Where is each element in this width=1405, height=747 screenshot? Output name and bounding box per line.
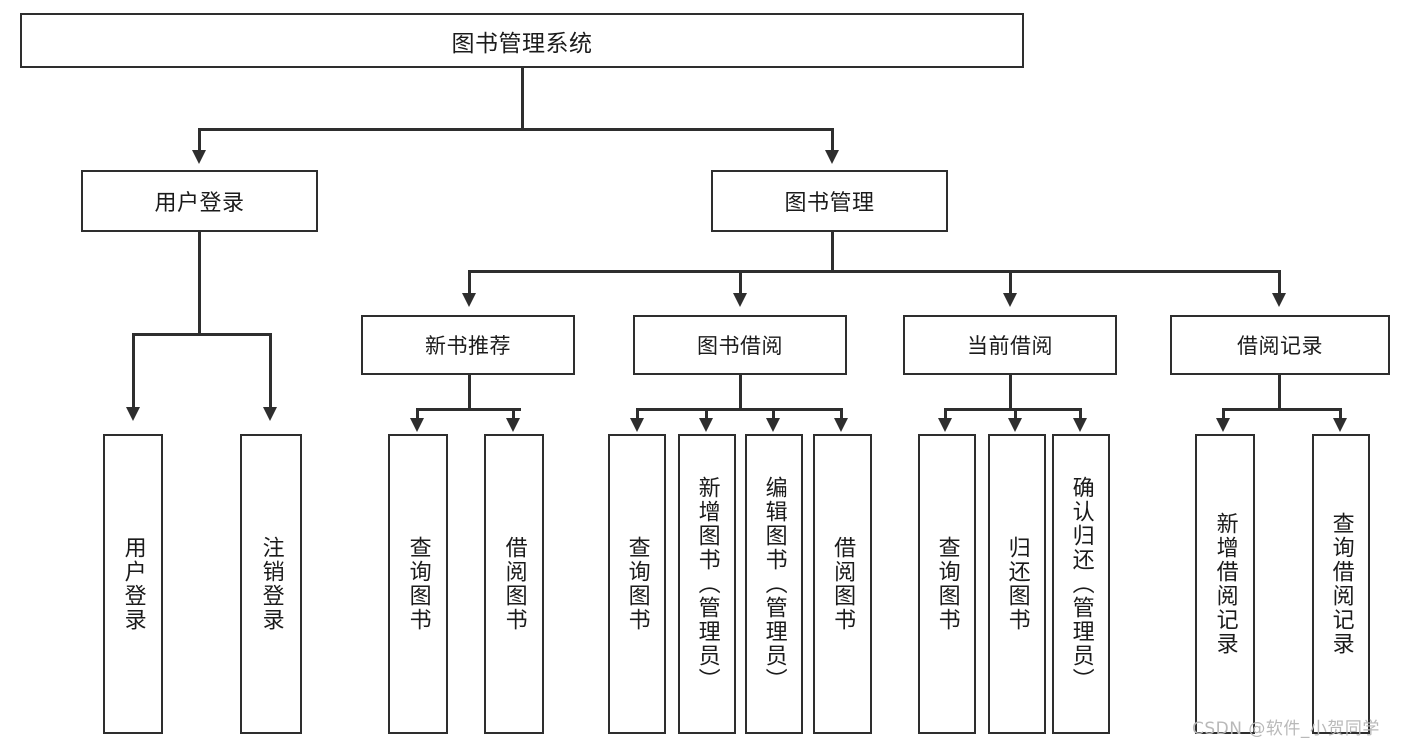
edge-root-to-book-management [831, 128, 834, 152]
leaf-book-borrow-borrow-book[interactable]: 借阅图书 [813, 434, 872, 734]
edge-bb-to-leaf-0 [636, 408, 639, 420]
edge-br-to-leaf-1 [1339, 408, 1342, 420]
arrow-cb-to-leaf-1-icon [1008, 418, 1022, 432]
node-borrow-record[interactable]: 借阅记录 [1170, 315, 1390, 375]
edge-borrow-record-stem [1278, 375, 1281, 410]
edge-root-to-user-login [198, 128, 201, 152]
node-label: 图书管理系统 [451, 30, 593, 57]
leaf-current-borrow-query-book[interactable]: 查询图书 [918, 434, 976, 734]
edge-cb-to-leaf-0 [944, 408, 947, 420]
node-label: 新增图书（管理员） [694, 476, 720, 692]
arrow-user-login-to-leaf-1-icon [263, 407, 277, 421]
edge-new-book-bar [416, 408, 521, 411]
node-label: 查询借阅记录 [1328, 512, 1354, 656]
arrow-bb-to-leaf-0-icon [630, 418, 644, 432]
leaf-borrow-record-query-record[interactable]: 查询借阅记录 [1312, 434, 1370, 734]
arrow-root-to-user-login-icon [192, 150, 206, 164]
arrow-bb-to-leaf-2-icon [766, 418, 780, 432]
leaf-borrow-record-add-record[interactable]: 新增借阅记录 [1195, 434, 1255, 734]
node-new-book-recommend[interactable]: 新书推荐 [361, 315, 575, 375]
edge-book-borrow-bar [636, 408, 842, 411]
edge-cb-to-leaf-1 [1014, 408, 1017, 420]
node-label: 图书借阅 [697, 334, 783, 358]
node-label: 查询图书 [405, 536, 431, 632]
edge-root-stem [521, 68, 524, 130]
edge-current-borrow-bar [944, 408, 1081, 411]
node-label: 归还图书 [1004, 536, 1030, 632]
edge-bb-to-leaf-2 [772, 408, 775, 420]
node-label: 注销登录 [258, 536, 284, 632]
node-book-management[interactable]: 图书管理 [711, 170, 948, 232]
arrow-br-to-leaf-1-icon [1333, 418, 1347, 432]
edge-user-login-to-leaf-0 [132, 333, 135, 409]
leaf-book-borrow-add-book-admin[interactable]: 新增图书（管理员） [678, 434, 736, 734]
edge-bb-to-leaf-1 [705, 408, 708, 420]
node-book-borrow[interactable]: 图书借阅 [633, 315, 847, 375]
edge-bm-to-current-borrow [1009, 270, 1012, 295]
leaf-book-borrow-query-book[interactable]: 查询图书 [608, 434, 666, 734]
edge-book-management-bar [468, 270, 1280, 273]
arrow-user-login-to-leaf-0-icon [126, 407, 140, 421]
edge-root-bar [198, 128, 834, 131]
edge-book-management-stem [831, 232, 834, 272]
leaf-new-book-query-book[interactable]: 查询图书 [388, 434, 448, 734]
leaf-user-login-logout[interactable]: 注销登录 [240, 434, 302, 734]
node-label: 借阅记录 [1237, 334, 1323, 358]
node-label: 借阅图书 [830, 536, 856, 632]
edge-new-book-stem [468, 375, 471, 410]
edge-user-login-bar [132, 333, 269, 336]
arrow-bm-to-borrow-record-icon [1272, 293, 1286, 307]
node-current-borrow[interactable]: 当前借阅 [903, 315, 1117, 375]
node-label: 借阅图书 [501, 536, 527, 632]
node-label: 确认归还（管理员） [1068, 476, 1094, 692]
edge-bb-to-leaf-3 [840, 408, 843, 420]
edge-br-to-leaf-0 [1222, 408, 1225, 420]
edge-user-login-stem [198, 232, 201, 335]
arrow-bm-to-book-borrow-icon [733, 293, 747, 307]
leaf-new-book-borrow-book[interactable]: 借阅图书 [484, 434, 544, 734]
arrow-cb-to-leaf-2-icon [1073, 418, 1087, 432]
leaf-current-borrow-confirm-return-admin[interactable]: 确认归还（管理员） [1052, 434, 1110, 734]
leaf-current-borrow-return-book[interactable]: 归还图书 [988, 434, 1046, 734]
edge-nb-to-leaf-1 [512, 408, 515, 420]
node-root-book-management-system[interactable]: 图书管理系统 [20, 13, 1024, 68]
node-label: 当前借阅 [967, 334, 1053, 358]
node-user-login[interactable]: 用户登录 [81, 170, 318, 232]
edge-borrow-record-bar [1222, 408, 1341, 411]
arrow-cb-to-leaf-0-icon [938, 418, 952, 432]
arrow-bm-to-current-borrow-icon [1003, 293, 1017, 307]
edge-bm-to-book-borrow [739, 270, 742, 295]
arrow-bm-to-new-book-icon [462, 293, 476, 307]
arrow-bb-to-leaf-1-icon [699, 418, 713, 432]
leaf-user-login-login[interactable]: 用户登录 [103, 434, 163, 734]
node-label: 编辑图书（管理员） [761, 476, 787, 692]
node-label: 新书推荐 [425, 334, 511, 358]
leaf-book-borrow-edit-book-admin[interactable]: 编辑图书（管理员） [745, 434, 803, 734]
node-label: 用户登录 [154, 191, 245, 216]
watermark-text: CSDN @软件_小贺同学 [1192, 719, 1380, 739]
node-label: 查询图书 [934, 536, 960, 632]
node-label: 图书管理 [784, 191, 875, 216]
edge-bm-to-borrow-record [1278, 270, 1281, 295]
edge-user-login-to-leaf-1 [269, 333, 272, 409]
arrow-bb-to-leaf-3-icon [834, 418, 848, 432]
node-label: 用户登录 [120, 536, 146, 632]
edge-cb-to-leaf-2 [1079, 408, 1082, 420]
edge-nb-to-leaf-0 [416, 408, 419, 420]
edge-bm-to-new-book [468, 270, 471, 295]
edge-book-borrow-stem [739, 375, 742, 410]
arrow-root-to-book-management-icon [825, 150, 839, 164]
arrow-br-to-leaf-0-icon [1216, 418, 1230, 432]
arrow-nb-to-leaf-0-icon [410, 418, 424, 432]
node-label: 查询图书 [624, 536, 650, 632]
arrow-nb-to-leaf-1-icon [506, 418, 520, 432]
node-label: 新增借阅记录 [1212, 512, 1238, 656]
edge-current-borrow-stem [1009, 375, 1012, 410]
